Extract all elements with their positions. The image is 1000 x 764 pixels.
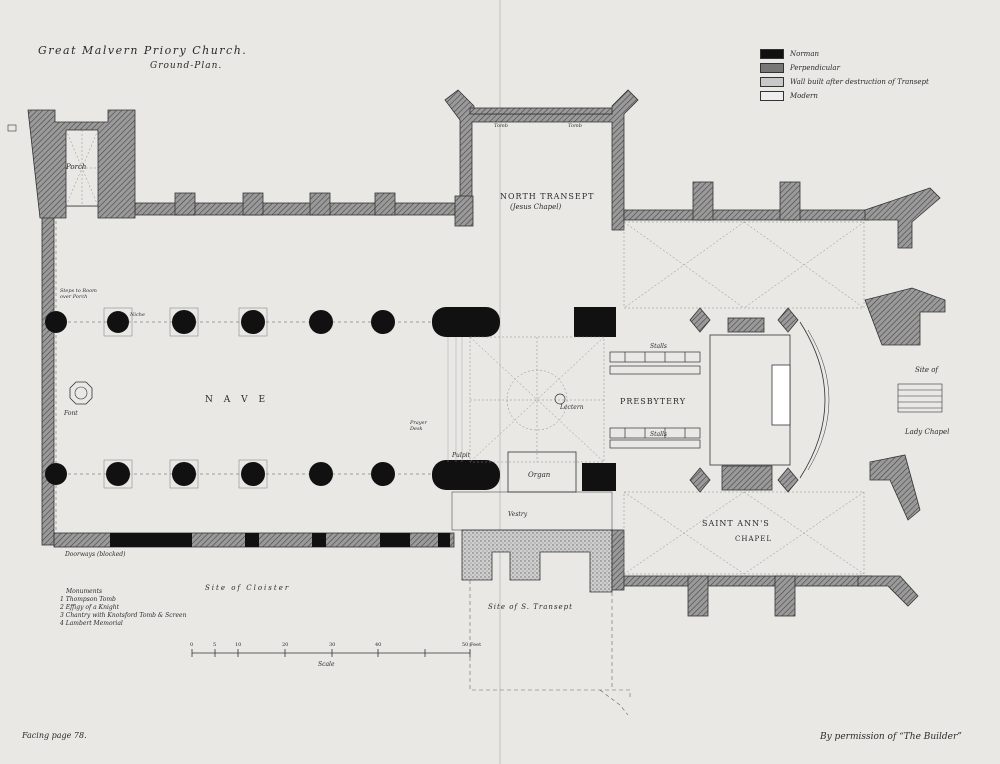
south-doorways	[110, 533, 450, 547]
legend-swatch	[760, 77, 784, 87]
footer-permission: By permission of “The Builder”	[820, 732, 962, 742]
pulpit-label: Pulpit	[452, 452, 470, 459]
legend-item-wall: Wall built after destruction of Transept	[760, 75, 929, 89]
monument-item: 4 Lambert Memorial	[60, 620, 123, 627]
scale-tick: 40	[375, 642, 382, 648]
nave-label: N A V E	[205, 395, 270, 405]
site-transept-label: Site of S. Transept	[488, 603, 573, 611]
scale-tick: 5	[213, 642, 217, 648]
stalls-top-label: Stalls	[650, 343, 668, 350]
footer-page-ref: Facing page 78.	[22, 731, 87, 740]
scale-tick: 30	[329, 642, 336, 648]
legend-swatch	[760, 63, 784, 73]
plan-subtitle: Ground-Plan.	[150, 61, 223, 71]
site-cloister-label: Site of Cloister	[205, 584, 291, 592]
legend-swatch	[760, 91, 784, 101]
steps-porch-label: Steps to Room over Porch	[60, 288, 97, 300]
crossing-vault	[469, 336, 605, 463]
legend-label: Perpendicular	[790, 64, 840, 72]
nave	[41, 192, 456, 548]
font-label: Font	[64, 410, 78, 417]
chapel-label: Chapel	[735, 535, 772, 543]
monument-item: 3 Chantry with Knotsford Tomb & Screen	[60, 612, 187, 619]
vestry-label: Vestry	[508, 511, 528, 518]
porch	[27, 109, 136, 219]
niche-label: Niche	[130, 312, 145, 318]
font	[69, 381, 93, 405]
saint-anns-label: Saint Ann's	[702, 519, 770, 528]
organ-label: Organ	[528, 471, 551, 479]
legend-item-modern: Modern	[760, 89, 929, 103]
legend-swatch	[760, 49, 784, 59]
legend-label: Modern	[790, 92, 818, 100]
tomb-left-label: Tomb	[494, 123, 508, 129]
north-transept-label: North Transept	[500, 192, 595, 201]
lady-chapel-label: Lady Chapel	[905, 428, 950, 436]
doorways-label: Doorways (blocked)	[65, 551, 126, 558]
choir-walls	[611, 181, 946, 617]
jesus-chapel-label: (Jesus Chapel)	[510, 203, 562, 211]
monument-item: 2 Effigy of a Knight	[60, 604, 120, 611]
presbytery-label: Presbytery	[620, 397, 686, 406]
legend-label: Norman	[790, 50, 820, 58]
sanctuary	[709, 317, 830, 491]
prayer-desk-label: Prayer Desk	[410, 420, 427, 432]
north-transept	[444, 89, 639, 231]
monuments-title: Monuments	[66, 588, 103, 595]
legend: Norman Perpendicular Wall built after de…	[760, 47, 929, 103]
scale-tick: 0	[190, 642, 194, 648]
scale-bar	[191, 649, 471, 657]
scale-tick: 10	[235, 642, 242, 648]
legend-label: Wall built after destruction of Transept	[790, 78, 929, 86]
lectern-label: Lectern	[560, 404, 584, 411]
nave-piers-north	[45, 310, 395, 334]
tomb-right-label: Tomb	[568, 123, 582, 129]
crossing-piers	[432, 307, 616, 491]
nave-piers-south	[45, 462, 395, 486]
porch-label: Porch	[66, 163, 87, 171]
monuments-list: Monuments 1 Thompson Tomb 2 Effigy of a …	[60, 588, 186, 628]
legend-item-perpendicular: Perpendicular	[760, 61, 929, 75]
plan-title: Great Malvern Priory Church.	[38, 44, 248, 57]
legend-item-norman: Norman	[760, 47, 929, 61]
scale-label: Scale	[318, 661, 335, 668]
stalls	[609, 351, 701, 449]
monument-item: 1 Thompson Tomb	[60, 596, 116, 603]
site-of-label: Site of	[915, 366, 939, 374]
scale-tick: 50 Feet	[462, 642, 482, 648]
presbytery-piers	[689, 307, 799, 493]
scale-tick: 20	[282, 642, 289, 648]
stalls-bottom-label: Stalls	[650, 431, 668, 438]
